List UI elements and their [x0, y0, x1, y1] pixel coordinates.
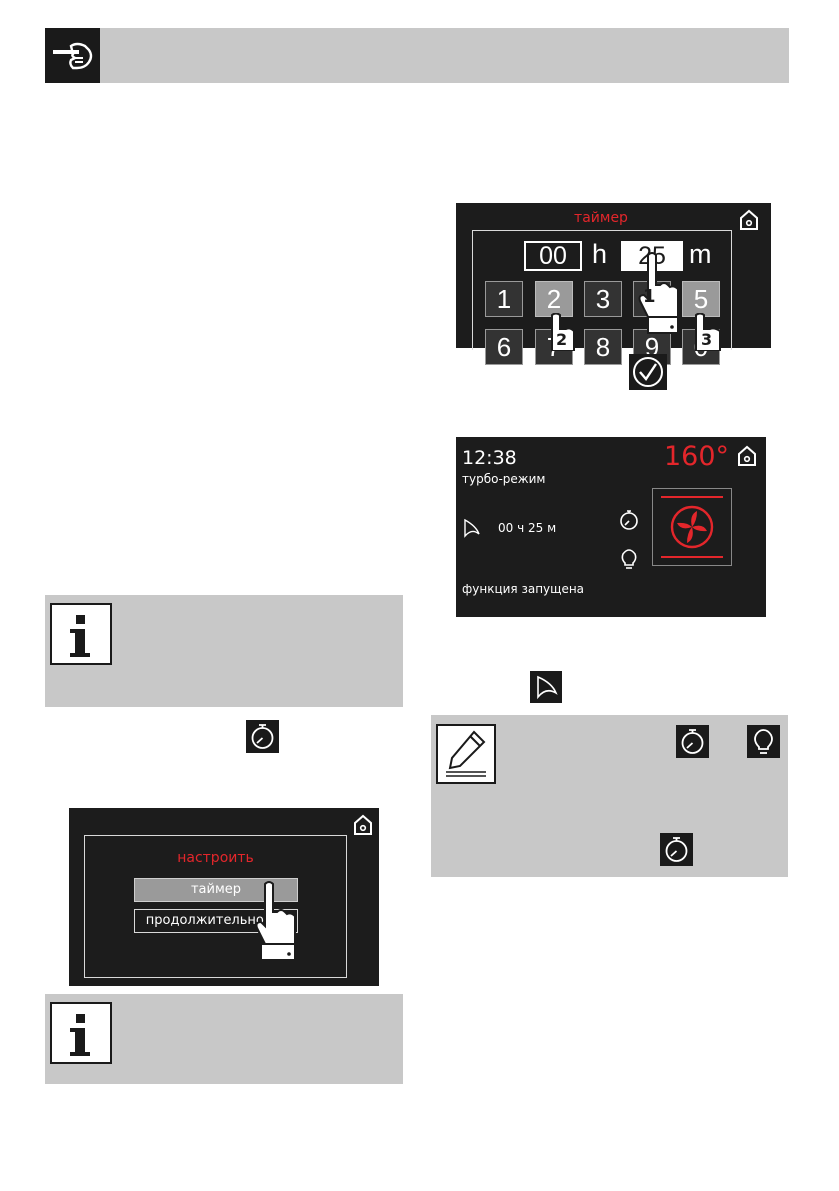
home-icon[interactable] [739, 209, 759, 235]
pointing-hand-icon [45, 28, 100, 83]
info-icon [50, 603, 112, 665]
timer-icon [246, 720, 279, 753]
hours-unit: h [592, 239, 608, 269]
clock: 12:38 [462, 447, 517, 469]
confirm-check-icon[interactable] [629, 354, 667, 390]
touch-hand-icon [634, 251, 682, 337]
lamp-icon [747, 725, 780, 758]
touch-hand-icon [548, 312, 578, 352]
hours-field[interactable]: 00 [524, 241, 582, 271]
info-icon [50, 1002, 112, 1064]
pencil-note-icon [436, 724, 496, 784]
setup-frame [84, 835, 347, 978]
note-box [431, 715, 788, 877]
option-duration[interactable]: продолжительность [134, 909, 298, 933]
timer-icon [660, 833, 693, 866]
key-3[interactable]: 3 [584, 281, 622, 317]
mode-name: турбо-режим [462, 472, 546, 486]
step-2-label: 2 [556, 330, 568, 349]
touch-hand-icon [692, 312, 724, 352]
lamp-icon[interactable] [620, 549, 638, 573]
key-5[interactable]: 5 [682, 281, 720, 317]
status-screen: 12:38 турбо-режим 160° 00 ч 25 м функция… [456, 437, 766, 617]
key-2[interactable]: 2 [535, 281, 573, 317]
home-icon[interactable] [737, 445, 757, 471]
step-1-label: 1 [643, 286, 656, 307]
setup-screen: настроить таймер продолжительность [69, 808, 379, 986]
timer-icon[interactable] [618, 509, 640, 535]
status-text: функция запущена [462, 582, 585, 596]
timer-frame [472, 230, 732, 350]
bell-icon [462, 518, 482, 542]
temperature: 160° [664, 441, 730, 472]
minutes-unit: m [689, 239, 712, 269]
key-6[interactable]: 6 [485, 329, 523, 365]
timer-value: 00 ч 25 м [498, 521, 557, 535]
timer-title: таймер [574, 210, 628, 226]
timer-icon [676, 725, 709, 758]
info-box [45, 595, 403, 707]
home-icon[interactable] [353, 814, 373, 840]
touch-hand-icon [251, 880, 297, 964]
key-1[interactable]: 1 [485, 281, 523, 317]
setup-title: настроить [177, 850, 254, 866]
timer-screen: таймер 00 h 25 m 1 2 3 4 5 6 7 8 9 0 1 2… [456, 203, 771, 365]
bell-icon [530, 671, 562, 703]
fan-function-icon[interactable] [652, 488, 732, 566]
info-box [45, 994, 403, 1084]
step-3-label: 3 [701, 330, 713, 349]
key-8[interactable]: 8 [584, 329, 622, 365]
section-header [45, 28, 789, 83]
